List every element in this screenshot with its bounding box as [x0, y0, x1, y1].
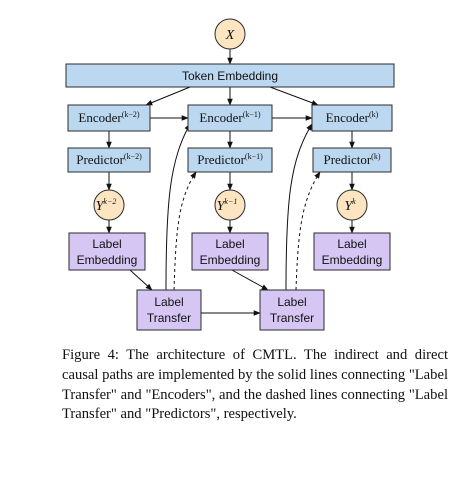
- edge-token-to-enc3: [269, 86, 319, 106]
- output-y-k-1: Yk−1: [214, 189, 246, 221]
- output-y-k-1-label: Yk−1: [217, 197, 238, 214]
- predictor-k: Predictor(k): [312, 147, 392, 173]
- predictor-k-1-label: Predictor(k−1): [197, 152, 263, 167]
- label-transfer-1: Label Transfer: [136, 289, 202, 331]
- label-embedding-line1: Label: [215, 237, 244, 251]
- edge-transfer2-to-pred3: [295, 171, 321, 291]
- label-transfer-line1: Label: [277, 295, 306, 309]
- encoder-k: Encoder(k): [311, 104, 393, 132]
- label-transfer-line1: Label: [154, 295, 183, 309]
- edge-transfer2-to-enc3: [285, 123, 313, 291]
- token-embedding-node: Token Embedding: [65, 63, 395, 88]
- label-embedding-line2: Embedding: [77, 253, 138, 267]
- token-embedding-label: Token Embedding: [182, 69, 278, 83]
- predictor-k-label: Predictor(k): [324, 152, 381, 167]
- predictor-k-2-label: Predictor(k−2): [76, 152, 142, 167]
- encoder-k-1-label: Encoder(k−1): [199, 110, 260, 125]
- label-embedding-line2: Embedding: [322, 253, 383, 267]
- edge-emb1-to-transfer1: [129, 269, 153, 291]
- encoder-k-2-label: Encoder(k−2): [78, 110, 139, 125]
- label-embedding-line1: Label: [92, 237, 121, 251]
- label-transfer-2: Label Transfer: [259, 289, 325, 331]
- edge-emb2-to-transfer2: [231, 269, 269, 291]
- predictor-k-2: Predictor(k−2): [67, 147, 151, 173]
- encoder-k-label: Encoder(k): [326, 110, 379, 125]
- label-embedding-k-1: Label Embedding: [191, 232, 269, 271]
- label-transfer-line2: Transfer: [147, 311, 191, 325]
- label-embedding-k-2: Label Embedding: [68, 232, 146, 271]
- input-node: X: [214, 18, 246, 50]
- label-embedding-line1: Label: [337, 237, 366, 251]
- label-embedding-k: Label Embedding: [313, 232, 391, 271]
- label-transfer-line2: Transfer: [270, 311, 314, 325]
- output-y-k: Yk: [336, 189, 368, 221]
- predictor-k-1: Predictor(k−1): [187, 147, 273, 173]
- output-y-k-2: Yk−2: [93, 189, 125, 221]
- edge-token-to-enc1: [145, 86, 191, 106]
- encoder-k-1: Encoder(k−1): [187, 104, 273, 132]
- figure-caption: Figure 4: The architecture of CMTL. The …: [62, 347, 448, 423]
- output-y-k-2-label: Yk−2: [96, 197, 117, 214]
- output-y-k-label: Yk: [344, 197, 356, 214]
- edge-transfer1-to-enc2: [165, 123, 191, 291]
- edges: [106, 49, 355, 316]
- label-embedding-line2: Embedding: [200, 253, 261, 267]
- input-label: X: [225, 28, 235, 43]
- encoder-k-2: Encoder(k−2): [67, 104, 151, 132]
- edge-transfer1-to-pred2: [173, 171, 197, 291]
